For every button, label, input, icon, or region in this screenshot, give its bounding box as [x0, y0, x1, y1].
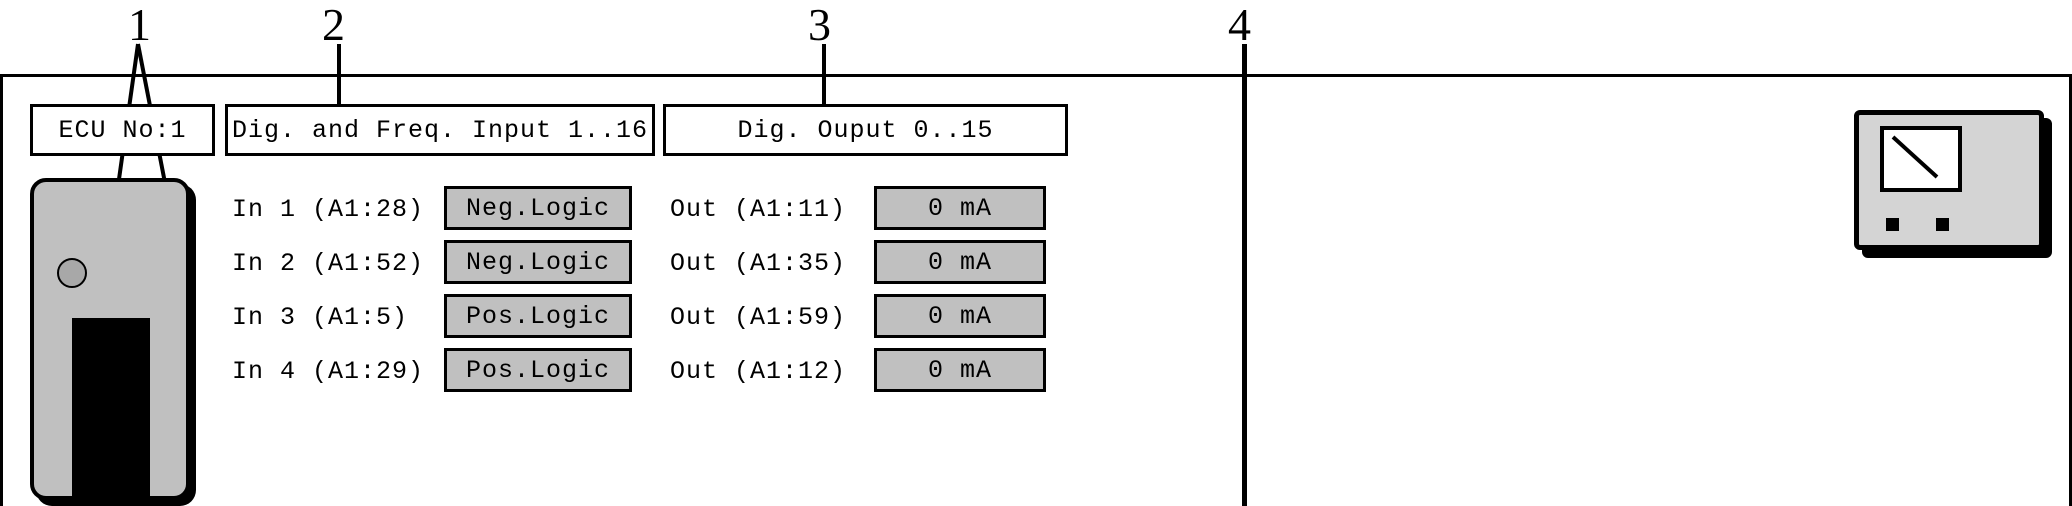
digital-freq-input-header[interactable]: Dig. and Freq. Input 1..16 — [225, 104, 655, 156]
meter-terminal-dot-left-icon — [1886, 218, 1899, 231]
ecu-number-header[interactable]: ECU No:1 — [30, 104, 215, 156]
output-row-label: Out (A1:12) — [670, 357, 847, 386]
output-row-value-button[interactable]: 0 mA — [874, 186, 1046, 230]
input-row-label: In 3 (A1:5) — [232, 303, 409, 332]
callout-number-2: 2 — [322, 0, 345, 50]
output-row-value-button[interactable]: 0 mA — [874, 294, 1046, 338]
callout-leader-4 — [1242, 44, 1247, 506]
meter-terminal-dot-right-icon — [1936, 218, 1949, 231]
input-row-value-button[interactable]: Neg.Logic — [444, 186, 632, 230]
output-row-value-button[interactable]: 0 mA — [874, 348, 1046, 392]
digital-output-header[interactable]: Dig. Ouput 0..15 — [663, 104, 1068, 156]
input-row-label: In 2 (A1:52) — [232, 249, 425, 278]
callout-number-4: 4 — [1228, 0, 1251, 50]
ecu-display-panel — [72, 318, 150, 506]
meter-needle-icon — [1891, 135, 1939, 179]
output-row-label: Out (A1:11) — [670, 195, 847, 224]
input-row-value-button[interactable]: Neg.Logic — [444, 240, 632, 284]
callout-leader-3 — [822, 44, 826, 132]
input-row-label: In 4 (A1:29) — [232, 357, 425, 386]
panel-frame — [0, 74, 2072, 506]
input-row-value-button[interactable]: Pos.Logic — [444, 348, 632, 392]
panel-frame-right-edge — [2069, 74, 2072, 506]
ecu-status-led-icon — [57, 258, 87, 288]
callout-number-1: 1 — [128, 0, 151, 50]
input-row-label: In 1 (A1:28) — [232, 195, 425, 224]
callout-leader-2 — [337, 44, 341, 132]
output-row-label: Out (A1:59) — [670, 303, 847, 332]
output-row-value-button[interactable]: 0 mA — [874, 240, 1046, 284]
input-row-value-button[interactable]: Pos.Logic — [444, 294, 632, 338]
output-row-label: Out (A1:35) — [670, 249, 847, 278]
callout-number-3: 3 — [808, 0, 831, 50]
panel-frame-left-edge — [0, 74, 3, 506]
